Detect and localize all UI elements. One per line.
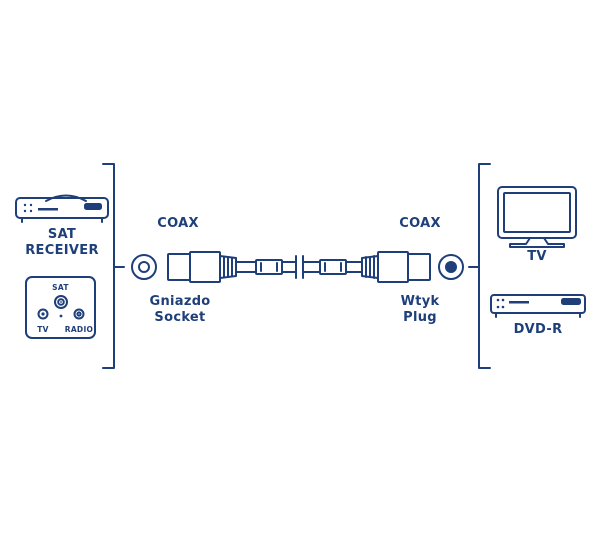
coax-cable-icon bbox=[167, 251, 431, 283]
sat-receiver-label-line2: RECEIVER bbox=[25, 243, 99, 258]
wall-plate-radio-label: RADIO bbox=[64, 325, 94, 334]
left-coax-label: COAX bbox=[157, 216, 199, 231]
socket-label: Gniazdo Socket bbox=[140, 294, 220, 326]
sat-receiver-label: SAT RECEIVER bbox=[20, 227, 104, 259]
sat-receiver-label-line1: SAT bbox=[47, 227, 77, 242]
wall-socket-icon bbox=[25, 276, 96, 339]
sat-port-icon bbox=[54, 295, 68, 309]
socket-label-line2: Socket bbox=[154, 310, 206, 325]
right-bracket bbox=[468, 163, 491, 369]
radio-port-icon bbox=[73, 308, 85, 320]
coax-socket-icon bbox=[131, 254, 157, 280]
plug-label-line1: Wtyk bbox=[400, 294, 440, 309]
plug-label: Wtyk Plug bbox=[385, 294, 455, 326]
left-bracket bbox=[102, 163, 125, 369]
tv-port-icon bbox=[37, 308, 49, 320]
wall-plate-title: SAT bbox=[52, 283, 69, 292]
right-coax-label: COAX bbox=[399, 216, 441, 231]
socket-label-line1: Gniazdo bbox=[149, 294, 211, 309]
tv-icon bbox=[497, 186, 577, 248]
coax-plug-icon bbox=[438, 254, 464, 280]
dvd-recorder-icon bbox=[490, 294, 586, 318]
dvd-label: DVD-R bbox=[513, 322, 563, 337]
tv-label: TV bbox=[527, 249, 547, 264]
plug-label-line2: Plug bbox=[403, 310, 437, 325]
sat-receiver-icon bbox=[15, 194, 109, 223]
wall-plate-tv-label: TV bbox=[37, 325, 49, 334]
